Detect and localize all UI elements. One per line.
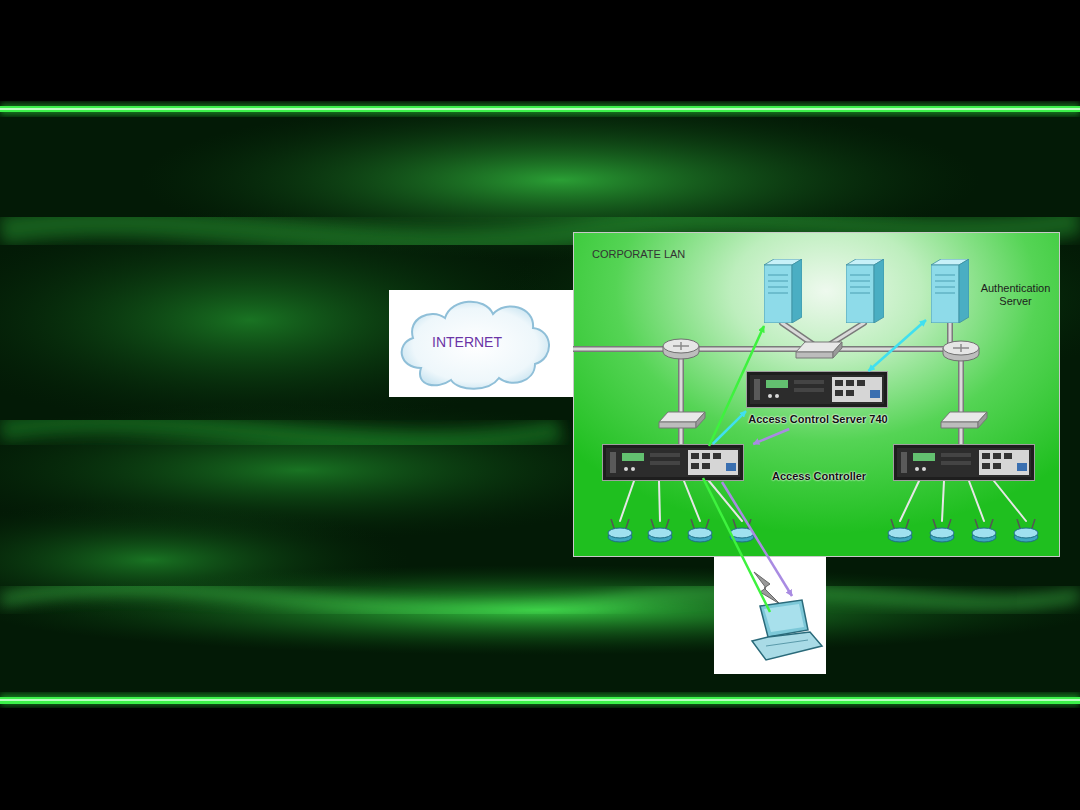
router-icon [663,339,699,359]
network-wire [942,481,944,521]
flow-arrow [709,326,764,446]
switch-icon [796,342,842,358]
server-label: Authentication Server [970,282,1061,307]
access-point-icon [608,519,632,542]
flow-connector [753,429,789,444]
laptop-icon [766,640,808,646]
green-bar [0,108,1080,110]
server-icon [931,259,969,323]
laptop-icon [754,572,780,604]
access-point-icon [730,519,754,542]
network-wire [684,481,700,521]
network-wire [678,349,684,444]
access-controller: Access Controller [602,444,872,486]
network-wire [994,481,1026,521]
switch-icon [659,412,705,428]
green-glow [0,588,1080,611]
network-wire [620,481,634,521]
server-node: Authentication Server [926,257,1063,327]
laptop-icon [714,557,826,674]
internet-cloud: INTERNET [389,290,573,397]
server-icon [846,259,884,323]
lan-panel: CORPORATE LAN Authentication ServerAccess… [573,232,1060,557]
flow-arrow [703,326,792,612]
router-icon [943,341,979,361]
access-point-icon [1014,519,1038,542]
switch-icon [659,342,987,428]
access-control-server: Access Control Server 740 [746,371,890,429]
green-bar [0,697,1080,704]
network-wire [542,348,961,351]
cloud-shape [402,302,549,389]
access-point-icon [930,519,954,542]
network-wire [542,323,961,444]
network-wire [709,481,742,521]
device-label: Access Control Server 740 [748,413,887,426]
access-point-icon [972,519,996,542]
network-wire [620,481,1026,521]
network-illustration [574,233,1061,558]
device-icon [603,372,1035,481]
access-point-icon [608,519,1038,542]
green-bar [0,103,1080,115]
region-title: CORPORATE LAN [592,248,685,261]
server-icon [764,259,969,323]
network-wire [958,351,964,444]
green-bar [0,103,1080,706]
network-wire [542,323,1026,521]
green-glow [0,565,1080,655]
access-point-icon [648,519,672,542]
network-wire [542,323,961,444]
network-wire [659,481,660,521]
device-icon [747,372,888,408]
green-bar [0,699,1080,701]
network-wire [680,349,683,444]
flow-connector [868,320,926,371]
access-point-icon [688,519,712,542]
switch-icon [941,412,987,428]
network-wire [960,351,963,444]
network-wire [542,346,961,352]
flow-connector [713,411,746,444]
green-bar [0,694,1080,706]
green-bar [0,106,1080,112]
network-wire [900,481,919,521]
access-point-icon [888,519,912,542]
server-icon [764,259,802,323]
flow-arrow [703,478,770,612]
device-icon [894,445,1035,481]
device-label: Access Controller [772,470,866,483]
green-glow [0,422,560,442]
network-wire [969,481,984,521]
laptop-icon [752,632,822,660]
flow-arrow [722,482,792,596]
laptop-icon [760,600,808,637]
cloud-label: INTERNET [432,334,502,350]
router-icon [663,339,979,361]
device-icon [603,445,744,481]
laptop-icon [714,557,826,674]
laptop-icon [764,604,804,632]
